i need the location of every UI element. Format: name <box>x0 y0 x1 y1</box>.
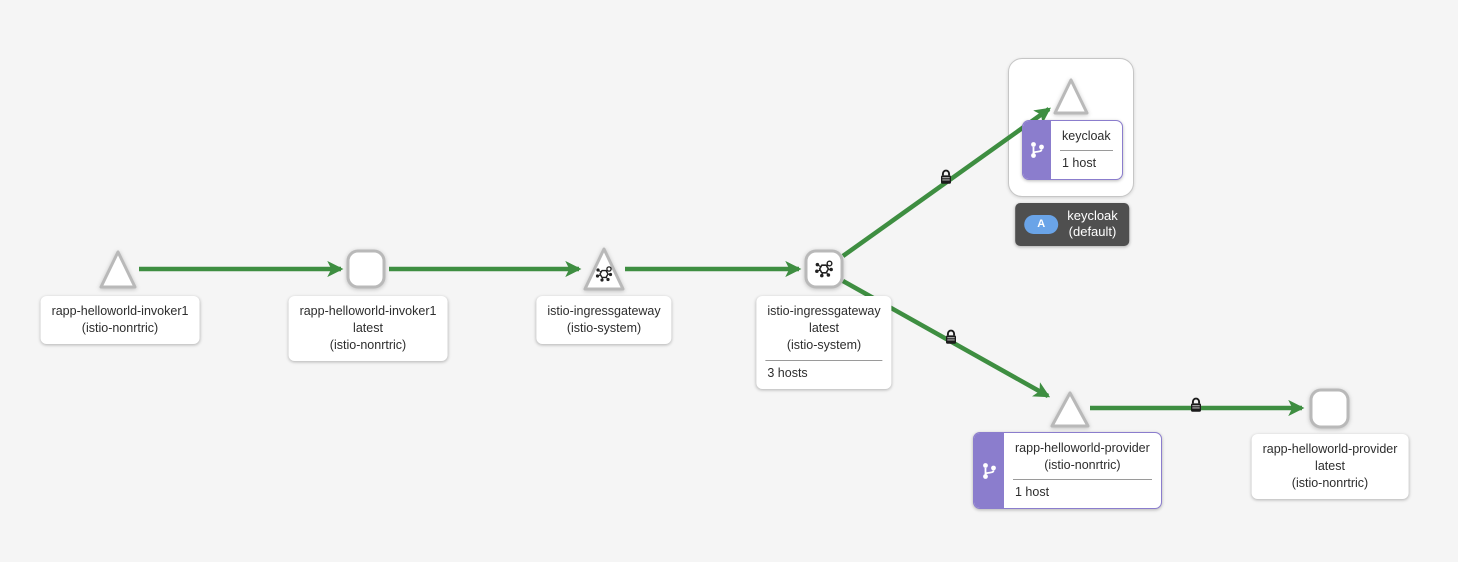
hosts-count: 1 host <box>1015 485 1050 499</box>
label-divider <box>1013 479 1152 480</box>
mtls-lock-icon <box>1190 397 1202 413</box>
label-line: (istio-nonrtric) <box>329 338 407 352</box>
app-node-triangle-invoker1[interactable] <box>99 250 137 289</box>
node-label-provider-workload[interactable]: rapp-helloworld-provider latest (istio-n… <box>1251 434 1409 499</box>
app-badge: A <box>1024 214 1059 234</box>
node-label-provider-app[interactable]: rapp-helloworld-provider (istio-nonrtric… <box>973 432 1162 509</box>
node-label-ingressgateway-workload[interactable]: istio-ingressgateway latest (istio-syste… <box>756 296 892 389</box>
label-line: (istio-nonrtric) <box>1044 458 1121 472</box>
virtual-service-strip <box>1023 121 1051 179</box>
label-line: (istio-nonrtric) <box>1291 476 1369 490</box>
mtls-lock-icon <box>945 329 957 345</box>
app-node-triangle-ingressgateway[interactable] <box>583 247 625 291</box>
node-label-ingressgateway-app[interactable]: istio-ingressgateway (istio-system) <box>536 296 672 344</box>
workload-node-square-provider-latest[interactable] <box>1309 388 1350 429</box>
hosts-count: 1 host <box>1062 156 1097 170</box>
label-line: (default) <box>1068 224 1117 239</box>
label-line: rapp-helloworld-invoker1 <box>51 304 189 318</box>
workload-node-square-invoker1-latest[interactable] <box>346 249 386 289</box>
label-line: rapp-helloworld-provider <box>1262 442 1398 456</box>
label-divider <box>765 360 883 361</box>
label-line: rapp-helloworld-invoker1 <box>299 304 437 318</box>
label-line: keycloak <box>1067 208 1118 223</box>
mtls-lock-icon <box>940 169 952 185</box>
virtual-service-strip <box>974 433 1004 508</box>
label-line: istio-ingressgateway <box>767 304 881 318</box>
app-group-label-keycloak[interactable]: A keycloak (default) <box>1015 203 1129 246</box>
label-line: (istio-system) <box>786 338 862 352</box>
label-line: latest <box>353 321 383 335</box>
app-node-triangle-provider[interactable] <box>1050 391 1090 428</box>
node-label-invoker1-app[interactable]: rapp-helloworld-invoker1 (istio-nonrtric… <box>40 296 200 344</box>
label-line: latest <box>1315 459 1345 473</box>
label-line: (istio-system) <box>566 321 642 335</box>
code-branch-icon <box>1031 142 1044 158</box>
label-line: latest <box>809 321 839 335</box>
label-line: istio-ingressgateway <box>547 304 661 318</box>
code-branch-icon <box>983 462 996 479</box>
label-divider <box>1060 150 1113 151</box>
label-line: rapp-helloworld-provider <box>1015 441 1150 455</box>
node-label-invoker1-workload[interactable]: rapp-helloworld-invoker1 latest (istio-n… <box>288 296 448 361</box>
hosts-count: 3 hosts <box>767 366 808 380</box>
app-node-triangle-keycloak[interactable] <box>1053 78 1089 115</box>
node-label-keycloak-service[interactable]: keycloak 1 host <box>1022 120 1123 180</box>
label-line: (istio-nonrtric) <box>81 321 159 335</box>
label-line: keycloak <box>1062 129 1111 143</box>
